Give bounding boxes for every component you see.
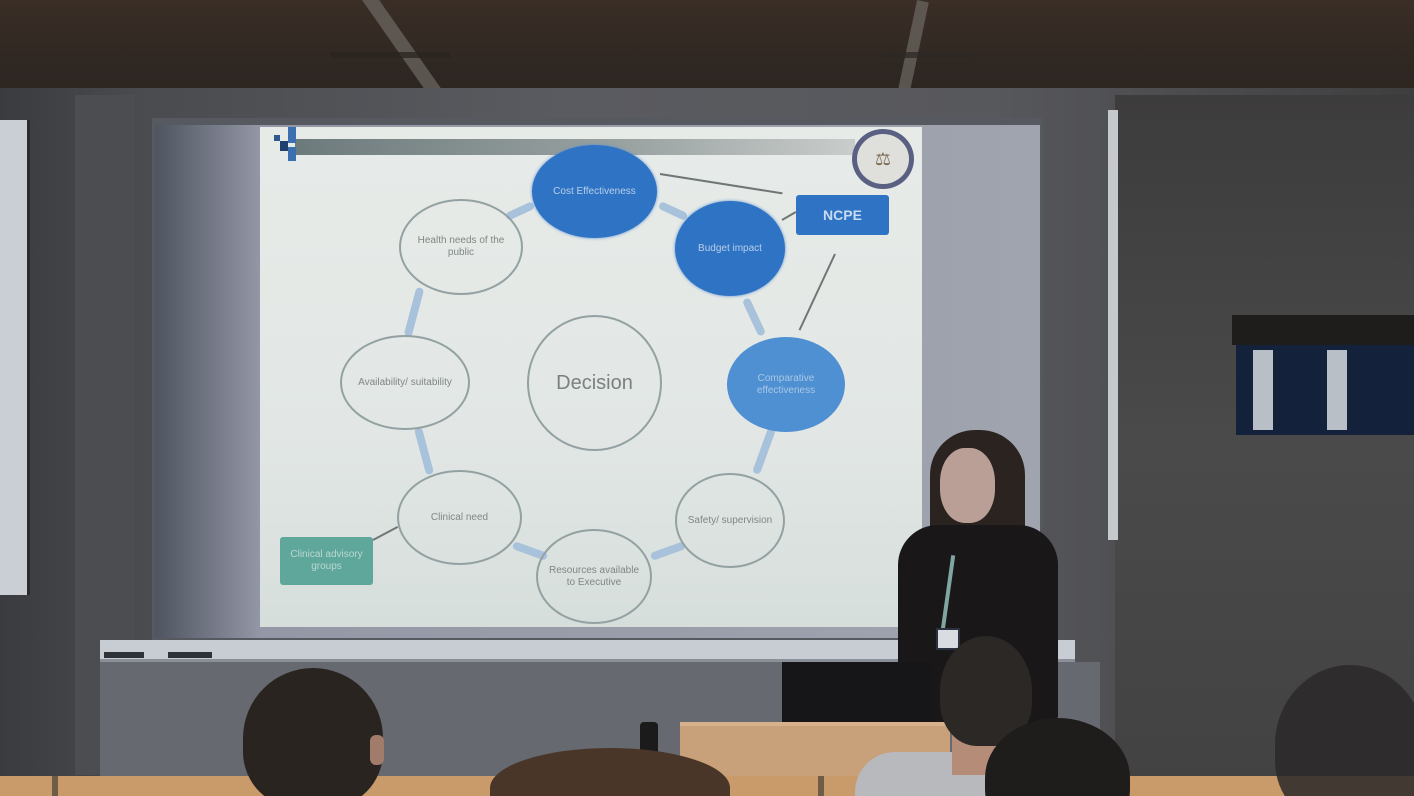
ring-segment (413, 426, 435, 476)
arrow-to-comparative (798, 253, 836, 331)
node-budget-impact: Budget impact (675, 201, 785, 296)
wall-shelf (1232, 315, 1414, 345)
eraser (104, 652, 144, 658)
seat-divider (52, 776, 58, 796)
ceiling-beam (880, 52, 970, 58)
node-comparative-effectiveness: Comparative effectiveness (727, 337, 845, 432)
arrow-to-clinical-need (372, 525, 399, 541)
ceiling-beam (330, 52, 450, 58)
ncpe-box: NCPE (796, 195, 889, 235)
node-resources-available: Resources available to Executive (536, 529, 652, 624)
node-clinical-need: Clinical need (397, 470, 522, 565)
node-decision: Decision (527, 315, 662, 451)
node-safety-supervision: Safety/ supervision (675, 473, 785, 568)
ring-segment (657, 201, 689, 221)
audience-ear (370, 735, 384, 765)
marker (168, 652, 212, 658)
ring-segment (741, 297, 767, 337)
node-availability-suitability: Availability/ suitability (340, 335, 470, 430)
slide: ⚖ Cost Effectiveness Budget impact Compa… (260, 127, 922, 627)
audience-head (1275, 665, 1414, 796)
wall-post (1108, 110, 1118, 540)
binder-label (1253, 350, 1273, 430)
seat-divider (818, 776, 824, 796)
node-health-needs: Health needs of the public (399, 199, 523, 295)
left-screen-edge (0, 120, 30, 595)
binder-label (1327, 350, 1347, 430)
ring-segment (649, 541, 687, 561)
arrow-to-budget-impact (781, 211, 797, 221)
node-cost-effectiveness: Cost Effectiveness (532, 145, 657, 238)
ring-segment (752, 427, 776, 475)
id-badge (936, 628, 960, 650)
audience-head (243, 668, 383, 796)
corner-logo-icon (268, 127, 308, 167)
whiteboard-tray (100, 640, 1075, 662)
clinical-advisory-box: Clinical advisory groups (280, 537, 373, 585)
arrow-to-cost-effectiveness (659, 173, 783, 195)
scales-of-justice-icon: ⚖ (852, 129, 914, 189)
presenter-face (940, 448, 995, 523)
ceiling-beam (355, 0, 442, 97)
ring-segment (403, 286, 425, 338)
laptop-monitor (782, 662, 932, 722)
